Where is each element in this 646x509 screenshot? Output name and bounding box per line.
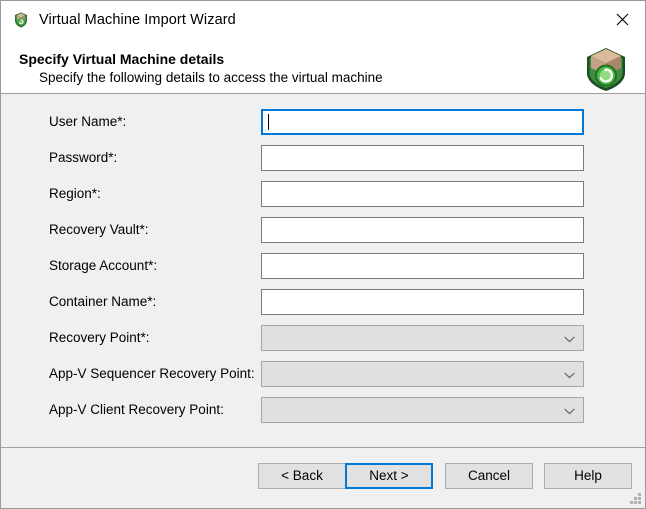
field-label: Password*: (49, 145, 117, 171)
chevron-down-icon (564, 326, 575, 352)
text-input-1[interactable] (261, 145, 584, 171)
button-bar: < Back Next > Cancel Help (1, 447, 645, 508)
next-button[interactable]: Next > (345, 463, 433, 489)
text-input-5[interactable] (261, 289, 584, 315)
shield-box-icon (12, 11, 30, 29)
dropdown-7 (261, 361, 584, 387)
resize-grip[interactable] (629, 492, 642, 505)
form-row: App-V Client Recovery Point: (1, 397, 645, 423)
close-icon[interactable] (599, 1, 645, 38)
form-row: Storage Account*: (1, 253, 645, 279)
form-row: Password*: (1, 145, 645, 171)
field-label: User Name*: (49, 109, 126, 135)
chevron-down-icon (564, 362, 575, 388)
text-input-2[interactable] (261, 181, 584, 207)
field-label: App-V Sequencer Recovery Point: (49, 361, 255, 387)
form-row: User Name*: (1, 109, 645, 135)
chevron-down-icon (564, 398, 575, 424)
form-row: Recovery Vault*: (1, 217, 645, 243)
text-input-4[interactable] (261, 253, 584, 279)
package-recovery-icon (579, 43, 633, 93)
text-caret (268, 114, 269, 130)
window-title: Virtual Machine Import Wizard (39, 12, 236, 28)
field-label: Recovery Point*: (49, 325, 150, 351)
field-label: Storage Account*: (49, 253, 157, 279)
title-bar: Virtual Machine Import Wizard (1, 1, 645, 39)
field-label: App-V Client Recovery Point: (49, 397, 224, 423)
form-row: App-V Sequencer Recovery Point: (1, 361, 645, 387)
wizard-header: Specify Virtual Machine details Specify … (1, 39, 645, 94)
cancel-button[interactable]: Cancel (445, 463, 533, 489)
form-panel: User Name*: Password*: Region*: Recovery Va… (1, 95, 645, 447)
field-label: Region*: (49, 181, 101, 207)
page-subtitle: Specify the following details to access … (39, 70, 383, 85)
form-row: Recovery Point*: (1, 325, 645, 351)
field-label: Recovery Vault*: (49, 217, 149, 243)
back-button[interactable]: < Back (258, 463, 346, 489)
page-title: Specify Virtual Machine details (19, 51, 224, 67)
dropdown-8 (261, 397, 584, 423)
text-input-0[interactable] (261, 109, 584, 135)
form-row: Container Name*: (1, 289, 645, 315)
dropdown-6 (261, 325, 584, 351)
text-input-3[interactable] (261, 217, 584, 243)
field-label: Container Name*: (49, 289, 156, 315)
help-button[interactable]: Help (544, 463, 632, 489)
form-row: Region*: (1, 181, 645, 207)
